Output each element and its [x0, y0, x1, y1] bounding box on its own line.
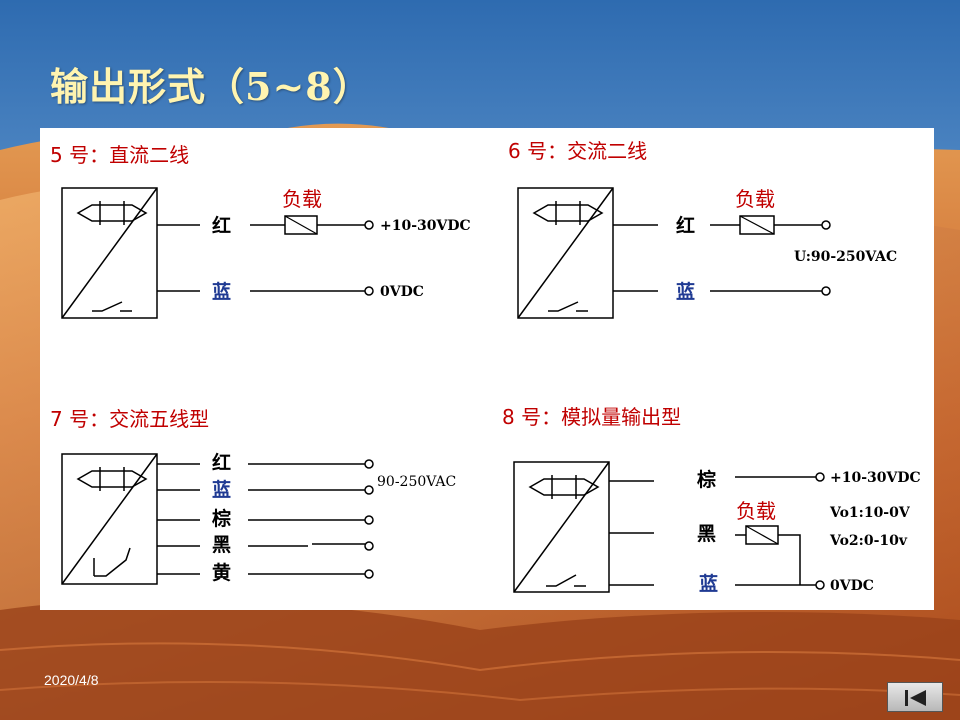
supply-label: U:90-250VAC: [794, 249, 897, 265]
slide-title: 输出形式（5~8）: [50, 64, 372, 109]
switch-contact: [548, 301, 588, 312]
switch-contact: [546, 574, 586, 587]
sensor-body: [513, 461, 610, 593]
diagram-7: 7 号：交流五线型 红 蓝 棕 黑 黄 90-250VAC: [50, 407, 456, 585]
sensor-body: [61, 187, 158, 319]
wire-label-brown: 棕: [212, 507, 231, 530]
terminal: [821, 286, 831, 296]
output-label-vo2: Vo2:0-10v: [829, 533, 908, 549]
wire-label-black: 黑: [697, 523, 716, 545]
terminal: [821, 220, 831, 230]
terminal: [364, 459, 374, 469]
wire-label-blue: 蓝: [676, 280, 695, 303]
diagram-7-heading: 7 号：交流五线型: [50, 407, 209, 431]
output-label-vo1: Vo1:10-0V: [829, 505, 911, 521]
load-label: 负载: [282, 187, 322, 211]
wire-label-blue: 蓝: [212, 478, 231, 501]
terminal-label: +10-30VDC: [380, 218, 471, 234]
wiring-diagrams-panel: 5 号：直流二线 红 蓝 负载 +10-30VDC 0VDC 6 号：交流二线: [40, 128, 934, 610]
wire-label-red: 红: [676, 214, 695, 237]
wire-label-blue: 蓝: [212, 280, 231, 303]
terminal-label: 0VDC: [380, 284, 424, 300]
terminal: [364, 286, 374, 296]
wiring-diagrams: 5 号：直流二线 红 蓝 负载 +10-30VDC 0VDC 6 号：交流二线: [50, 139, 921, 595]
terminal-label: +10-30VDC: [830, 470, 921, 486]
wire-label-yellow: 黄: [212, 561, 231, 584]
sensor-body: [61, 453, 158, 585]
terminal: [815, 580, 825, 590]
terminal: [364, 569, 374, 579]
wire-label-blue: 蓝: [699, 572, 718, 595]
terminal: [815, 472, 825, 482]
skip-back-icon: [905, 690, 926, 706]
diagram-6: 6 号：交流二线 红 蓝 负载 U:90-250VAC: [508, 139, 897, 319]
switch-contact: [93, 547, 131, 577]
terminal: [364, 541, 374, 551]
diagram-6-heading: 6 号：交流二线: [508, 139, 647, 163]
wire-label-black: 黑: [212, 534, 231, 556]
terminal: [364, 485, 374, 495]
previous-slide-button[interactable]: [887, 682, 943, 712]
diagram-5: 5 号：直流二线 红 蓝 负载 +10-30VDC 0VDC: [50, 143, 471, 319]
diagram-5-heading: 5 号：直流二线: [50, 143, 189, 167]
terminal: [364, 515, 374, 525]
wire-label-red: 红: [212, 451, 231, 474]
slide-date: 2020/4/8: [44, 672, 99, 688]
switch-contact: [92, 301, 132, 312]
wire-label-red: 红: [212, 214, 231, 237]
diagram-8: 8 号：模拟量输出型 棕 黑 蓝 +10-30VDC 负载 Vo1:10-0V …: [502, 405, 921, 595]
terminal-label: 0VDC: [830, 578, 874, 594]
sensor-body: [517, 187, 614, 319]
load-label: 负载: [735, 187, 775, 211]
terminal: [364, 220, 374, 230]
supply-label: 90-250VAC: [377, 474, 456, 490]
diagram-8-heading: 8 号：模拟量输出型: [502, 405, 681, 429]
wire-label-brown: 棕: [697, 468, 716, 491]
load-label: 负载: [736, 499, 776, 523]
